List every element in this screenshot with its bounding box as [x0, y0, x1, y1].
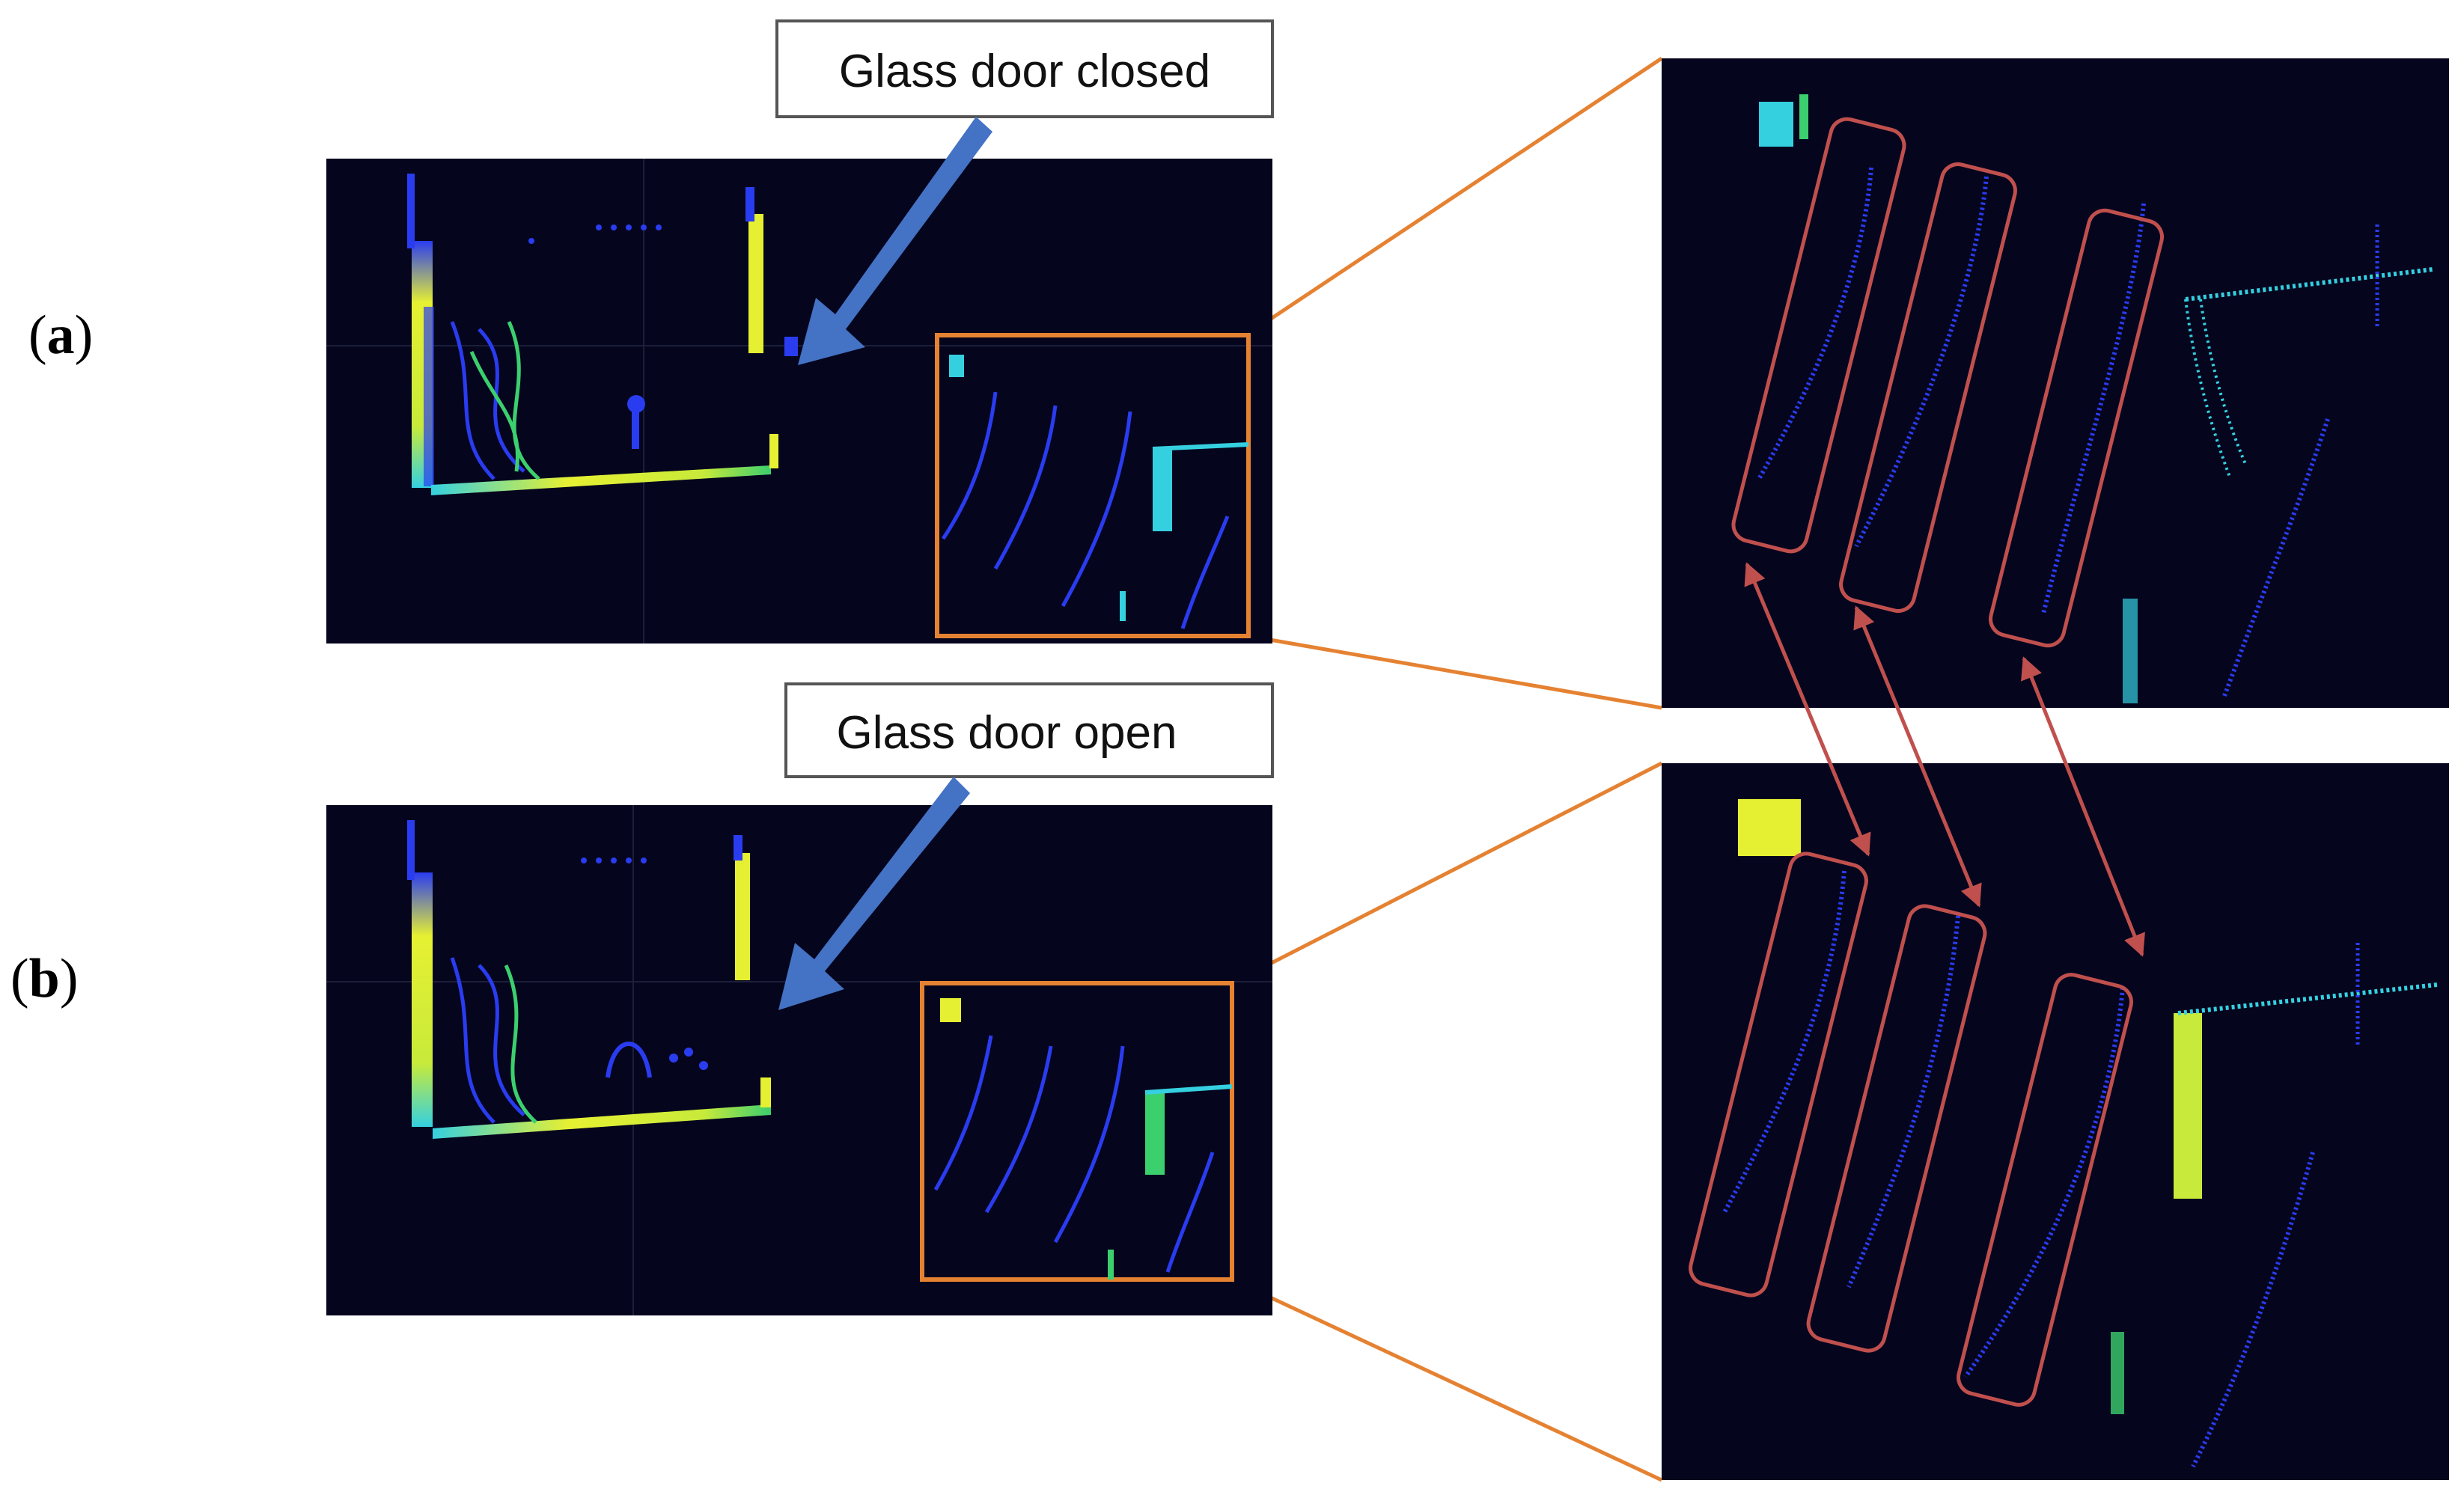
zoom-view-b	[1662, 763, 2449, 1480]
highlight-a-3	[1989, 208, 2164, 648]
callout-b: Glass door open	[778, 682, 1274, 1010]
correspondence-arrow-2	[1853, 605, 1982, 908]
scan-a-zoom-box	[935, 333, 1251, 638]
zoom-b-green-pillar	[2174, 1013, 2202, 1199]
scan-a-background	[326, 159, 1272, 644]
callout-b-box	[784, 682, 1274, 778]
zoom-connectors	[1231, 56, 1663, 1482]
callout-a-box	[775, 19, 1274, 118]
zoom-view-a	[1662, 58, 2449, 708]
scan-b-floor-wall	[433, 1104, 771, 1139]
zoom-view-b-background	[1662, 763, 2449, 1480]
correspondence-arrows	[1744, 562, 2145, 957]
panel-label-b: (b)	[10, 948, 78, 1009]
callout-b-text: Glass door open	[837, 707, 1177, 759]
callout-a: Glass door closed	[775, 19, 1274, 365]
scan-a-floor-wall	[431, 465, 771, 495]
highlight-a-2	[1839, 162, 2017, 614]
callout-a-arrow	[798, 117, 992, 365]
scan-b-zoom-box	[920, 981, 1234, 1282]
scan-a-main	[326, 159, 1272, 644]
highlight-b-1	[1689, 852, 1868, 1297]
scan-b-main	[326, 805, 1272, 1315]
scan-b-right-pillar	[735, 853, 750, 980]
panel-label-a: (a)	[28, 305, 93, 366]
zoom-view-a-background	[1662, 58, 2449, 708]
callout-b-arrow	[778, 777, 970, 1010]
scan-b-left-wall	[412, 872, 433, 1127]
callout-a-text: Glass door closed	[839, 46, 1210, 97]
scan-a-right-pillar	[748, 214, 763, 353]
scan-b-background	[326, 805, 1272, 1315]
correspondence-arrow-1	[1744, 562, 1871, 857]
highlight-b-2	[1806, 904, 1987, 1353]
correspondence-arrow-3	[2021, 656, 2145, 957]
highlight-b-3	[1957, 973, 2133, 1407]
highlight-a-1	[1731, 117, 1906, 554]
